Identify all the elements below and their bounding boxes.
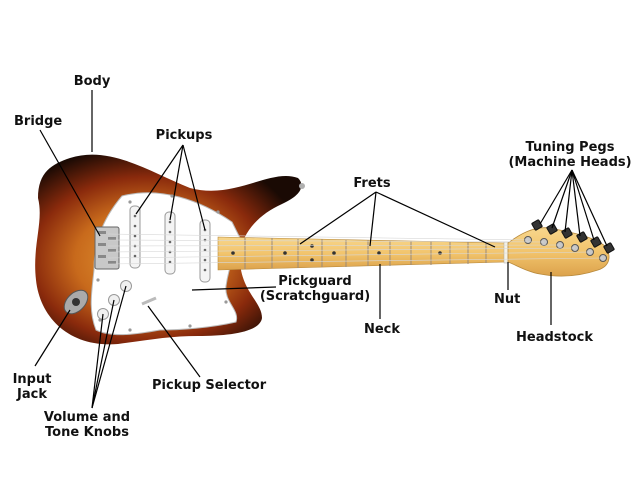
- label-bridge: Bridge: [14, 114, 63, 129]
- pickup-selector-switch: [141, 296, 157, 306]
- label-tuning-pegs-line2: (Machine Heads): [508, 155, 632, 170]
- label-input-jack-line2: Jack: [17, 387, 47, 402]
- label-pickguard-line2: (Scratchguard): [259, 289, 371, 304]
- tuning-peg-posts: [524, 236, 607, 262]
- label-pickguard: Pickguard (Scratchguard): [256, 274, 374, 304]
- label-pickguard-line1: Pickguard: [278, 274, 352, 289]
- label-tuning-pegs-line1: Tuning Pegs: [525, 140, 615, 155]
- label-knobs-line2: Tone Knobs: [45, 425, 129, 440]
- strap-button: [299, 183, 305, 189]
- guitar-strings: [107, 233, 604, 265]
- bridge-saddles: [98, 231, 116, 264]
- label-frets: Frets: [353, 176, 391, 191]
- label-input-jack: Input Jack: [4, 372, 60, 402]
- label-neck: Neck: [363, 322, 401, 337]
- label-headstock: Headstock: [516, 330, 594, 345]
- label-input-jack-line1: Input: [12, 372, 52, 387]
- fret-wires: [244, 238, 487, 269]
- label-pickups: Pickups: [155, 128, 213, 143]
- label-body: Body: [73, 74, 111, 89]
- leader-lines: [34, 90, 608, 409]
- label-knobs: Volume and Tone Knobs: [40, 410, 134, 440]
- label-pickup-selector: Pickup Selector: [152, 378, 267, 393]
- label-nut: Nut: [494, 292, 521, 307]
- label-knobs-line1: Volume and: [43, 410, 131, 425]
- fret-markers: [231, 244, 442, 262]
- label-tuning-pegs: Tuning Pegs (Machine Heads): [502, 140, 638, 170]
